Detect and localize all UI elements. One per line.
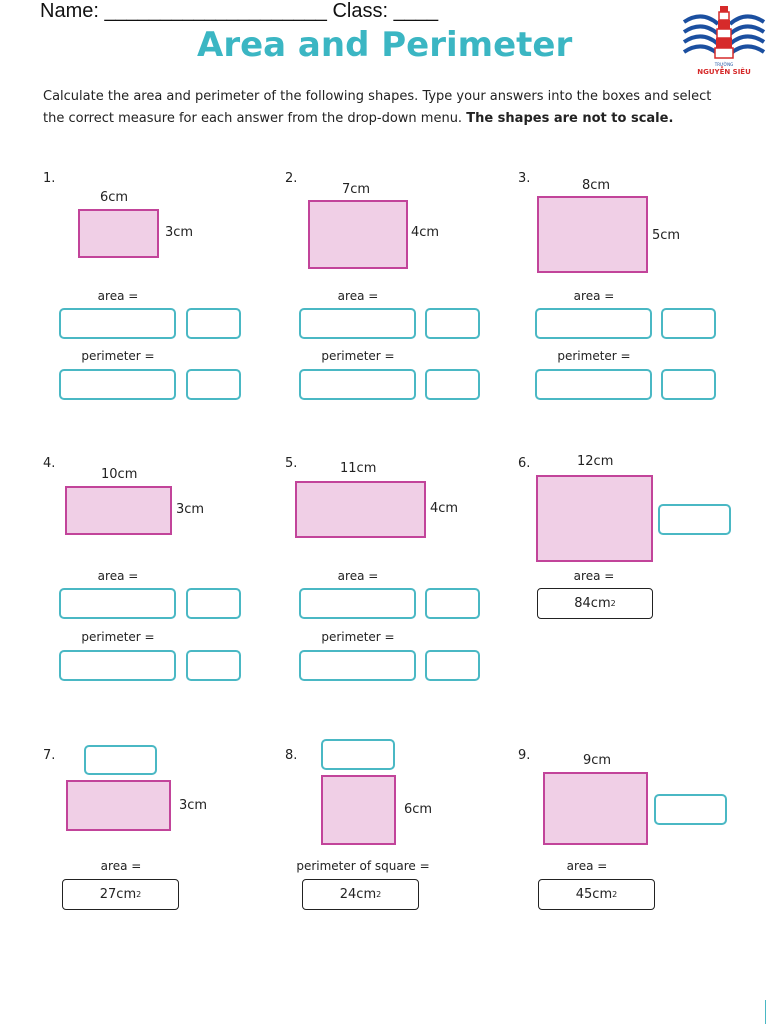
problem-6-height-input[interactable]: [658, 504, 731, 535]
problem-1-perimeter-label: perimeter =: [81, 349, 155, 363]
problem-1-perimeter-input[interactable]: [59, 369, 176, 400]
problem-8-perimeter-label: perimeter of square =: [296, 859, 430, 873]
problem-1-width: 6cm: [100, 190, 129, 205]
problem-5-perimeter-unit-dropdown[interactable]: [425, 650, 480, 681]
problem-6-number: 6.: [518, 456, 531, 471]
lighthouse-logo-icon: [682, 0, 766, 84]
problem-5-area-label: area =: [337, 569, 379, 583]
problem-8-side-input[interactable]: [321, 739, 395, 770]
problem-3-perimeter-unit-dropdown[interactable]: [661, 369, 716, 400]
problem-2-area-label: area =: [337, 289, 379, 303]
problem-4-width: 10cm: [101, 467, 138, 482]
problem-3-rectangle: [537, 196, 648, 273]
problem-2-number: 2.: [285, 171, 298, 186]
problem-6-width: 12cm: [577, 454, 614, 469]
problem-2-area-unit-dropdown[interactable]: [425, 308, 480, 339]
problem-7-area-label: area =: [100, 859, 142, 873]
problem-1-number: 1.: [43, 171, 56, 186]
problem-4-perimeter-input[interactable]: [59, 650, 176, 681]
problem-5-width: 11cm: [340, 461, 377, 476]
problem-8-height: 6cm: [404, 802, 433, 817]
problem-3-width: 8cm: [582, 178, 611, 193]
problem-7-width-input[interactable]: [84, 745, 157, 775]
instructions: Calculate the area and perimeter of the …: [43, 86, 733, 129]
problem-5-perimeter-label: perimeter =: [321, 630, 395, 644]
problem-1-height: 3cm: [165, 225, 194, 240]
problem-9-area-label: area =: [566, 859, 608, 873]
problem-2-height: 4cm: [411, 225, 440, 240]
problem-5-perimeter-input[interactable]: [299, 650, 416, 681]
problem-7-rectangle: [66, 780, 171, 831]
problem-5-area-unit-dropdown[interactable]: [425, 588, 480, 619]
problem-7-given-area-value: 27cm: [99, 887, 137, 902]
problem-3-area-unit-dropdown[interactable]: [661, 308, 716, 339]
problem-4-area-unit-dropdown[interactable]: [186, 588, 241, 619]
problem-9-height-input[interactable]: [654, 794, 727, 825]
problem-4-rectangle: [65, 486, 172, 535]
name-class-line: Name: ____________________ Class: ____: [40, 0, 439, 22]
problem-4-perimeter-label: perimeter =: [81, 630, 155, 644]
problem-4-height: 3cm: [176, 502, 205, 517]
problem-2-perimeter-input[interactable]: [299, 369, 416, 400]
problem-2-area-input[interactable]: [299, 308, 416, 339]
problem-1-area-input[interactable]: [59, 308, 176, 339]
instructions-text: Calculate the area and perimeter of the …: [43, 89, 712, 126]
problem-3-number: 3.: [518, 171, 531, 186]
problem-8-given-perimeter-value: 24cm: [339, 887, 377, 902]
problem-1-perimeter-unit-dropdown[interactable]: [186, 369, 241, 400]
problem-9-rectangle: [543, 772, 648, 845]
page-edge-mark: [765, 1000, 766, 1024]
problem-9-number: 9.: [518, 748, 531, 763]
problem-6-rectangle: [536, 475, 653, 562]
instructions-emphasis: The shapes are not to scale.: [466, 110, 674, 126]
problem-2-width: 7cm: [342, 182, 371, 197]
problem-7-number: 7.: [43, 748, 56, 763]
problem-4-perimeter-unit-dropdown[interactable]: [186, 650, 241, 681]
problem-1-area-unit-dropdown[interactable]: [186, 308, 241, 339]
problem-4-area-label: area =: [97, 569, 139, 583]
problem-2-perimeter-unit-dropdown[interactable]: [425, 369, 480, 400]
problem-4-area-input[interactable]: [59, 588, 176, 619]
problem-5-rectangle: [295, 481, 426, 538]
problem-1-area-label: area =: [97, 289, 139, 303]
problem-2-rectangle: [308, 200, 408, 269]
problem-9-width: 9cm: [583, 753, 612, 768]
logo-caption: TRƯỜNG: [714, 62, 734, 67]
problem-2-perimeter-label: perimeter =: [321, 349, 395, 363]
problem-5-height: 4cm: [430, 501, 459, 516]
logo-school-name: NGUYỄN SIÊU: [697, 68, 751, 76]
problem-8-number: 8.: [285, 748, 298, 763]
problem-3-area-label: area =: [573, 289, 615, 303]
problem-7-height: 3cm: [179, 798, 208, 813]
problem-3-height: 5cm: [652, 228, 681, 243]
problem-6-area-label: area =: [573, 569, 615, 583]
problem-5-number: 5.: [285, 456, 298, 471]
problem-3-perimeter-label: perimeter =: [557, 349, 631, 363]
problem-1-rectangle: [78, 209, 159, 258]
page-title: Area and Perimeter: [197, 25, 573, 65]
problem-3-perimeter-input[interactable]: [535, 369, 652, 400]
problem-3-area-input[interactable]: [535, 308, 652, 339]
problem-6-given-area-value: 84cm: [574, 596, 611, 611]
problem-9-given-area-value: 45cm: [575, 887, 613, 902]
school-logo: TRƯỜNG NGUYỄN SIÊU: [682, 0, 766, 84]
problem-4-number: 4.: [43, 456, 56, 471]
problem-8-square: [321, 775, 396, 845]
problem-5-area-input[interactable]: [299, 588, 416, 619]
